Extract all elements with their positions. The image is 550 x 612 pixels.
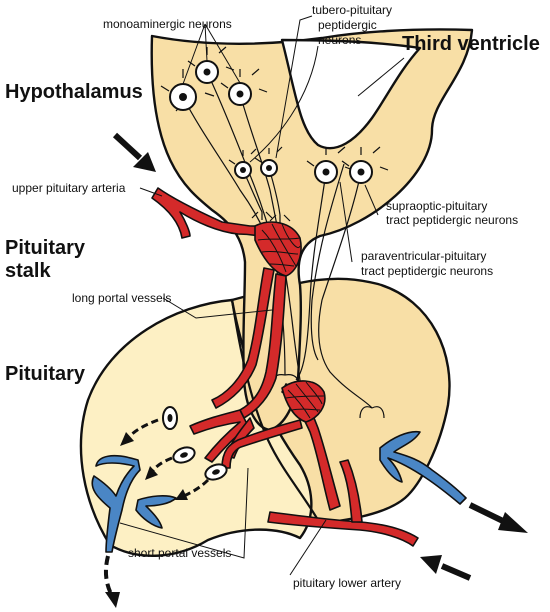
short-portal-vessel xyxy=(281,383,341,511)
short-portal-label: short portal vessels xyxy=(128,546,231,560)
leader-lines xyxy=(119,15,405,576)
supraoptic-label-line-2: tract peptidergic neurons xyxy=(386,213,518,227)
primary-capillary-plexus xyxy=(254,221,302,277)
venous-outflow-arrow xyxy=(103,555,120,608)
lower-artery-inflow-arrow xyxy=(420,555,472,581)
paraventricular-label-line-2: tract peptidergic neurons xyxy=(361,264,493,278)
lower-artery-branch xyxy=(339,459,363,523)
hormone-flow-arrow xyxy=(120,418,159,446)
anterior-pituitary-cell xyxy=(172,446,196,464)
anterior-pituitary-cell xyxy=(204,463,228,481)
posterior-capillary-plexus xyxy=(281,380,326,423)
tubero-pituitary-neuron xyxy=(228,148,257,179)
venous-outflow-arrow xyxy=(468,502,528,533)
supraoptic-neuron xyxy=(341,146,389,184)
long-portal-label: long portal vessels xyxy=(72,291,171,305)
supraoptic-neuron xyxy=(306,146,354,184)
upper-artery-label: upper pituitary arteria xyxy=(12,181,126,195)
tubero-label-line-1: tubero-pituitary xyxy=(312,3,392,17)
anterior-portal-vein xyxy=(91,454,177,553)
tubero-label-line-3: neurons xyxy=(318,33,361,47)
third-ventricle-recess xyxy=(280,38,422,150)
monoaminergic-neuron xyxy=(187,46,235,84)
monoaminergic-label: monoaminergic neurons xyxy=(103,17,232,31)
anterior-pituitary-cell xyxy=(162,406,178,430)
hormone-flow-arrow xyxy=(175,478,210,500)
pituitary-stalk-label-line-1: Pituitary xyxy=(5,237,86,259)
long-portal-vessel xyxy=(211,267,275,409)
tubero-pituitary-neuron xyxy=(254,146,283,177)
hypothalamus-label: Hypothalamus xyxy=(5,81,143,103)
hormone-flow-arrow xyxy=(145,456,173,480)
lower-artery-label: pituitary lower artery xyxy=(293,576,401,590)
secondary-plexus xyxy=(189,409,249,463)
third-ventricle-label: Third ventricle xyxy=(402,33,540,55)
pituitary-label: Pituitary xyxy=(5,363,86,385)
supraoptic-label-line-1: supraoptic-pituitary xyxy=(386,199,487,213)
tubero-label-line-2: peptidergic xyxy=(318,18,377,32)
posterior-vein xyxy=(379,430,467,505)
pituitary-stalk-label-line-2: stalk xyxy=(5,260,51,282)
arterial-inflow-arrow xyxy=(112,132,156,172)
upper-pituitary-artery xyxy=(151,187,279,241)
paraventricular-label-line-1: paraventricular-pituitary xyxy=(361,249,486,263)
